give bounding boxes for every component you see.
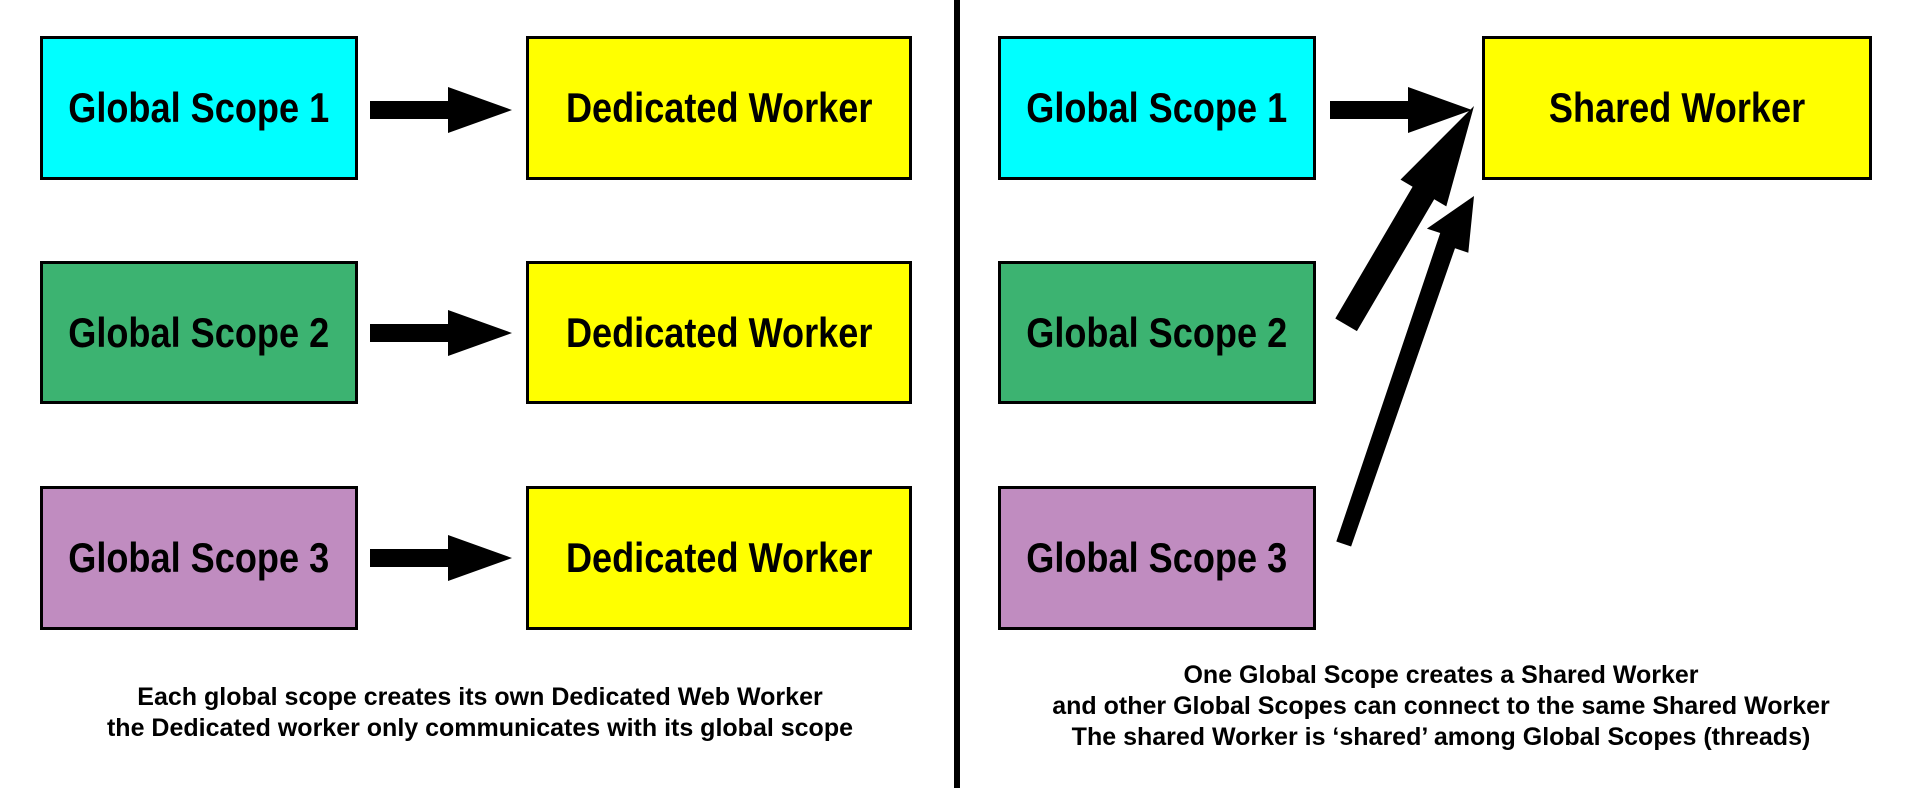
arrow-right-1 [1330, 87, 1472, 133]
arrow-left-1 [370, 87, 512, 133]
right-global-scope-2-label: Global Scope 2 [1026, 308, 1288, 356]
right-global-scope-3-label: Global Scope 3 [1026, 534, 1288, 581]
dedicated-worker-1-box: Dedicated Worker [526, 36, 912, 180]
panel-divider [954, 0, 960, 788]
arrow-right-3 [1336, 196, 1474, 547]
left-global-scope-2-box: Global Scope 2 [40, 261, 358, 404]
right-caption-line-3: The shared Worker is ‘shared’ among Glob… [1071, 723, 1811, 751]
dedicated-worker-1-label: Dedicated Worker [565, 84, 873, 131]
right-caption-line-1: One Global Scope creates a Shared Worker [1183, 661, 1699, 689]
dedicated-worker-3-box: Dedicated Worker [526, 486, 912, 630]
dedicated-worker-2-label: Dedicated Worker [565, 308, 873, 356]
right-global-scope-1-box: Global Scope 1 [998, 36, 1316, 180]
left-global-scope-3-box: Global Scope 3 [40, 486, 358, 630]
left-global-scope-1-label: Global Scope 1 [68, 84, 330, 131]
left-global-scope-3-label: Global Scope 3 [68, 534, 330, 581]
right-global-scope-3-box: Global Scope 3 [998, 486, 1316, 630]
left-caption-line-1: Each global scope creates its own Dedica… [137, 683, 823, 711]
right-global-scope-1-label: Global Scope 1 [1026, 84, 1288, 131]
right-global-scope-2-box: Global Scope 2 [998, 261, 1316, 404]
arrow-right-2 [1335, 106, 1474, 332]
left-caption-line-2: the Dedicated worker only communicates w… [106, 714, 853, 742]
shared-worker-label: Shared Worker [1548, 84, 1806, 131]
arrow-left-2 [370, 310, 512, 356]
left-caption: Each global scope creates its own Dedica… [40, 682, 920, 744]
dedicated-worker-2-box: Dedicated Worker [526, 261, 912, 404]
right-caption: One Global Scope creates a Shared Worker… [976, 660, 1906, 753]
arrow-left-3 [370, 535, 512, 581]
dedicated-worker-3-label: Dedicated Worker [565, 534, 873, 581]
left-global-scope-2-label: Global Scope 2 [68, 308, 330, 356]
shared-worker-box: Shared Worker [1482, 36, 1872, 180]
right-caption-line-2: and other Global Scopes can connect to t… [1052, 692, 1830, 720]
left-global-scope-1-box: Global Scope 1 [40, 36, 358, 180]
